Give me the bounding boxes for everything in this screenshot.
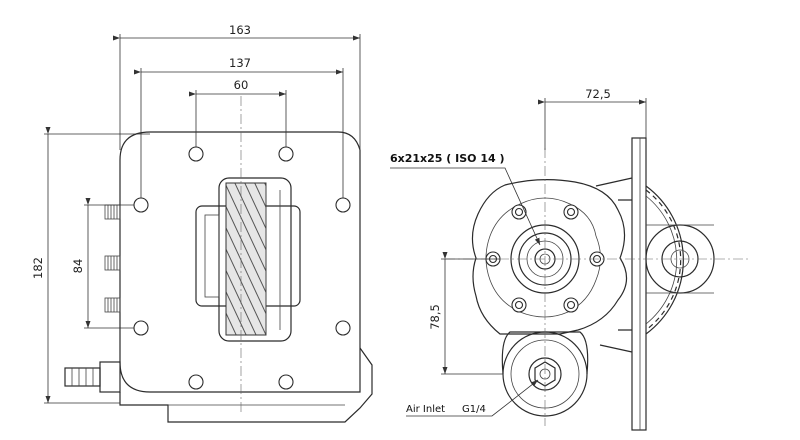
front-dimensions: 163 137 60 182 84 — [31, 23, 361, 404]
front-view — [64, 96, 373, 423]
thread-size-label: G1/4 — [462, 404, 486, 415]
air-fitting-side — [64, 361, 121, 393]
large-gear — [645, 185, 715, 335]
pump-housing — [471, 179, 628, 335]
dim-side-hole-span: 84 — [71, 259, 85, 274]
side-ports — [104, 204, 121, 313]
dim-shaft-offset: 72,5 — [585, 87, 611, 101]
air-inlet-label: Air Inlet — [406, 404, 445, 415]
mounting-flange — [119, 131, 361, 393]
side-view — [445, 137, 750, 431]
mounting-holes — [133, 146, 351, 390]
dim-inner-hole-span: 60 — [234, 78, 249, 92]
spline-spec-label: 6x21x25 ( ISO 14 ) — [390, 152, 505, 165]
dim-overall-width: 163 — [229, 23, 251, 37]
side-dimensions: 72,5 78,5 6x21x25 ( ISO 14 ) Air Inlet G… — [390, 87, 647, 417]
side-mounting-plate — [595, 137, 647, 431]
dim-hole-span-width: 137 — [229, 56, 251, 70]
lower-housing — [119, 347, 373, 423]
gear-assembly — [195, 177, 301, 342]
dim-air-inlet-height: 78,5 — [428, 304, 442, 330]
dim-overall-height: 182 — [31, 257, 45, 279]
